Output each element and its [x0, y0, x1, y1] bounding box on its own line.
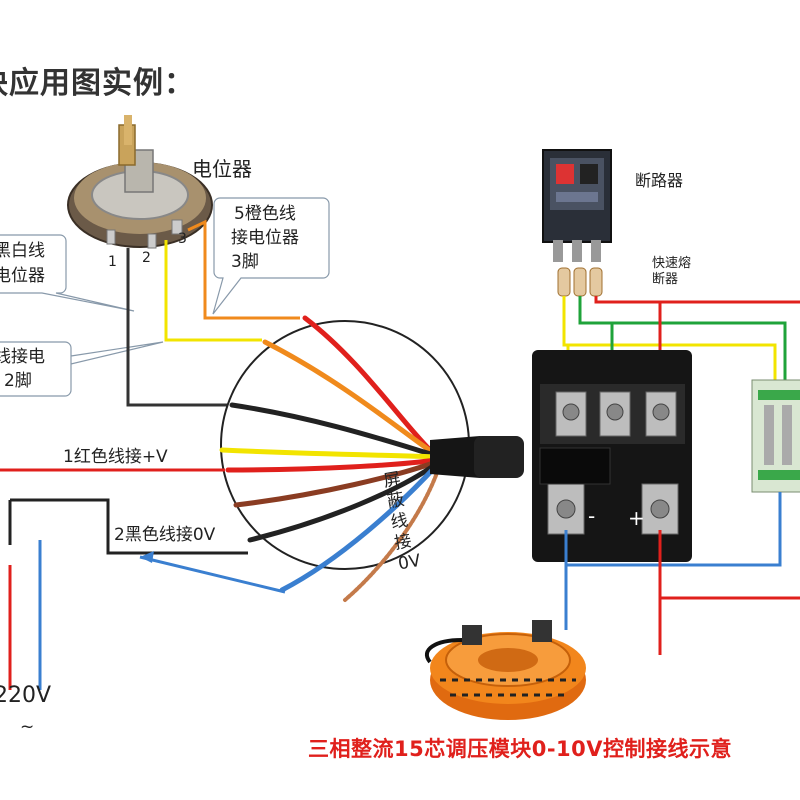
- cable-boot: [474, 436, 524, 478]
- callout-pin3-line3: 3脚: [231, 252, 259, 272]
- callout-pin3: [212, 197, 330, 315]
- fuse-label-line1: 快速熔: [652, 256, 692, 271]
- pot-pin3-label: 3: [178, 231, 187, 247]
- dc-blue: [564, 492, 782, 567]
- wire-blue-return: [139, 555, 286, 594]
- phase-green-right: [612, 321, 787, 382]
- wire-pot-yellow: [164, 240, 262, 342]
- fuses: [557, 267, 603, 297]
- callout-pin2-line1: 线接电: [0, 347, 45, 367]
- cable-fanout: [219, 315, 440, 602]
- supply-symbol: ~: [20, 717, 35, 737]
- terminal-board: [751, 379, 800, 493]
- arrow-head: [140, 551, 154, 563]
- pot-pin2-label: 2: [142, 250, 151, 266]
- potentiometer-label: 电位器: [192, 157, 252, 181]
- wire-black-0v: [10, 498, 248, 555]
- phase-yellow-right: [568, 343, 777, 382]
- supply-voltage-label: 220V: [0, 683, 52, 708]
- callout-pin2: [0, 341, 164, 397]
- wire-pot-black: [126, 248, 240, 407]
- callout-pin3-line2: 接电位器: [231, 228, 299, 248]
- fuse-label-line2: 断器: [652, 272, 679, 287]
- red-wire-label: 1红色线接+V: [63, 447, 168, 467]
- callout-pin1: [0, 234, 135, 312]
- potentiometer: [67, 115, 213, 249]
- callout-pin2-line2: 2脚: [4, 371, 32, 391]
- black-wire-label: 2黑色线接0V: [114, 525, 216, 545]
- module-plus-label: +: [628, 506, 645, 530]
- page-title: 块应用图实例：: [0, 66, 195, 101]
- module-minus-label: -: [588, 504, 595, 528]
- diagram-caption: 三相整流15芯调压模块0-10V控制接线示意: [308, 737, 733, 761]
- breaker-label: 断路器: [635, 171, 684, 190]
- wire-pot-orange: [187, 219, 300, 320]
- callout-pin1-line2: 电位器: [0, 266, 45, 286]
- pot-pin1-label: 1: [108, 254, 117, 270]
- callout-pin1-line1: 黑白线: [0, 241, 45, 261]
- callout-pin3-line1: 5橙色线: [234, 204, 296, 224]
- electromagnet: [424, 620, 586, 720]
- voltage-module: [532, 350, 692, 562]
- circuit-breaker: [542, 149, 612, 262]
